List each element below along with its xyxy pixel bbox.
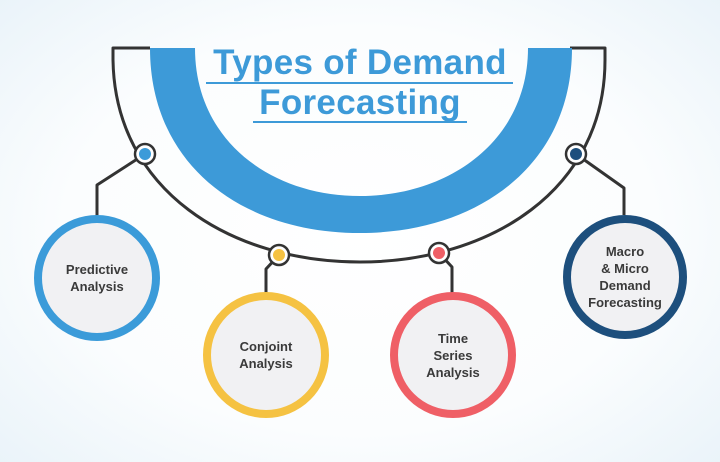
label-conjoint-analysis: Conjoint Analysis — [211, 300, 321, 410]
blue-half-ring — [150, 48, 572, 233]
connector-predictive — [95, 152, 146, 216]
title-line-1: Types of Demand — [213, 43, 507, 82]
label-line: Conjoint — [239, 339, 293, 354]
circle-time-series — [390, 292, 516, 418]
connector-macro-micro — [575, 152, 626, 215]
node-time-series — [427, 241, 451, 265]
node-macro-micro — [564, 142, 588, 166]
label-macro-micro-demand-forecasting: Macro & Micro Demand Forecasting — [570, 222, 680, 332]
label-time-series-analysis: Time Series Analysis — [398, 300, 508, 410]
title-underline-1 — [206, 82, 513, 84]
title-line-2: Forecasting — [259, 83, 461, 122]
label-line: Analysis — [239, 356, 293, 371]
label-line: Macro — [605, 244, 645, 259]
label-line: Forecasting — [588, 295, 662, 310]
outer-arc-frame — [111, 46, 607, 264]
title-underline-2 — [253, 121, 467, 123]
node-conjoint — [267, 243, 291, 267]
label-line: Series — [433, 347, 473, 363]
circle-conjoint — [203, 292, 329, 418]
circle-macro-micro — [563, 215, 687, 339]
label-line: & Micro — [601, 261, 649, 276]
node-predictive — [133, 142, 157, 166]
label-line: Analysis — [426, 364, 480, 380]
label-line: Predictive — [65, 262, 129, 277]
label-line: Demand — [599, 278, 651, 293]
label-predictive-analysis: Predictive Analysis — [42, 223, 152, 333]
label-line: Analysis — [70, 279, 124, 294]
circle-predictive — [34, 215, 160, 341]
label-line: Time — [437, 330, 469, 346]
